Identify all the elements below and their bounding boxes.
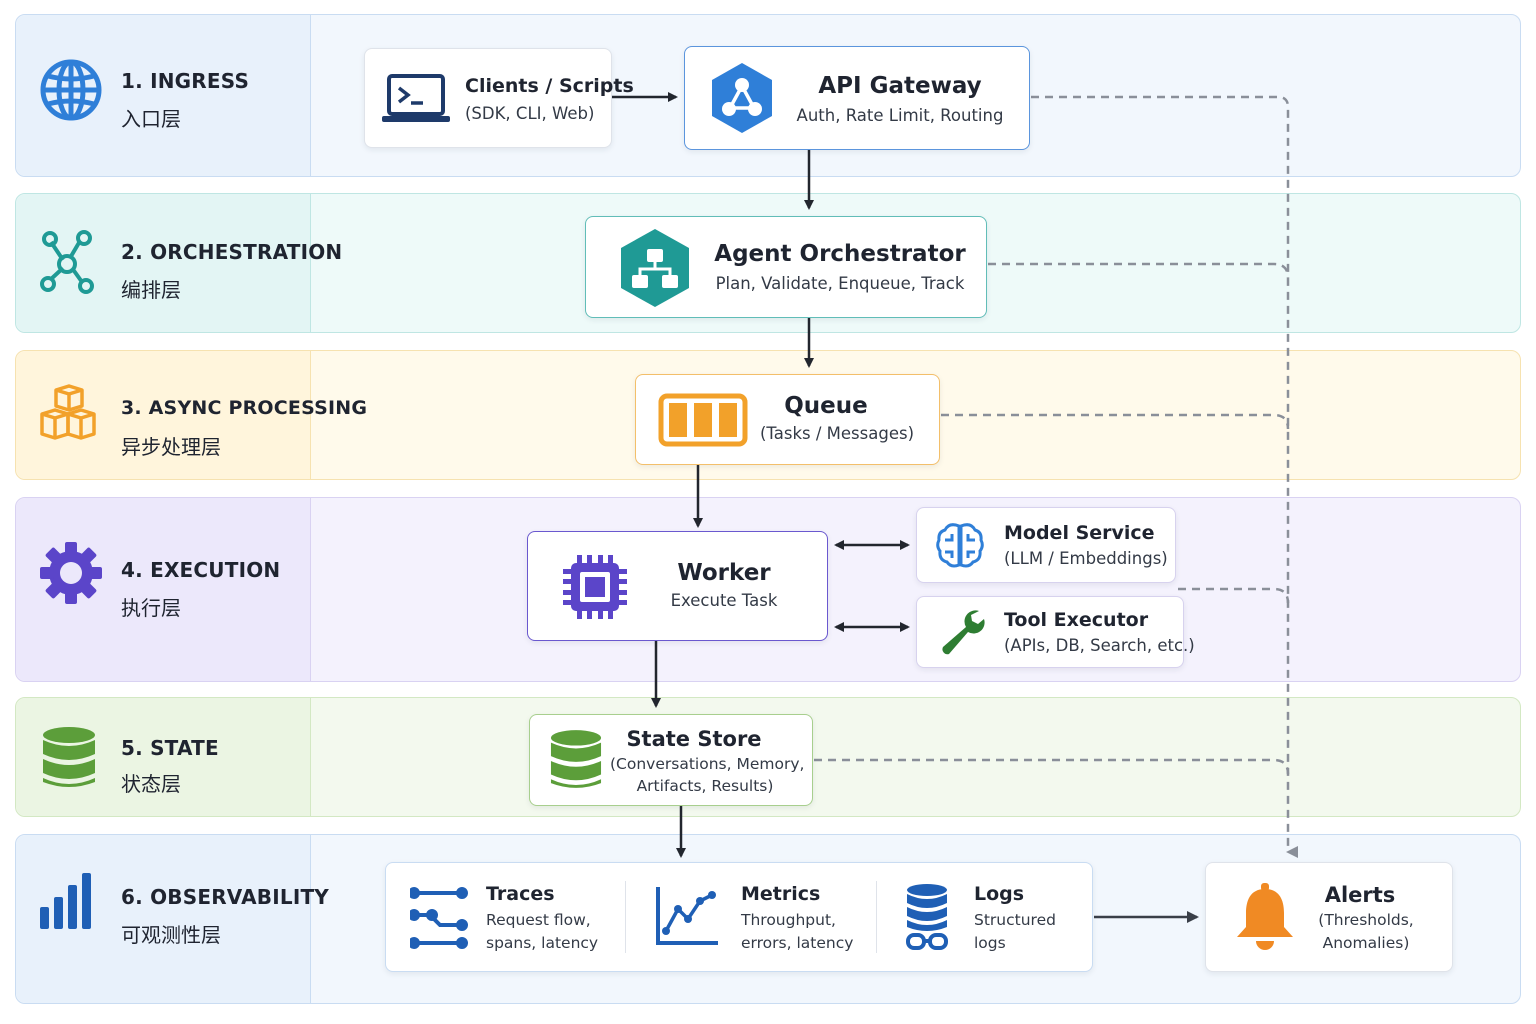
model-service-title: Model Service xyxy=(1004,522,1155,544)
queue-subtitle: (Tasks / Messages) xyxy=(759,424,915,443)
layer-subtitle: 状态层 xyxy=(121,772,181,796)
alerts-subtitle-line1: (Thresholds, xyxy=(1318,911,1414,929)
state-store-node[interactable]: State Store (Conversations, Memory, Arti… xyxy=(529,714,813,806)
queue-icon xyxy=(658,393,748,447)
api-gateway-node[interactable]: API Gateway Auth, Rate Limit, Routing xyxy=(684,46,1030,150)
layer-title: 2. ORCHESTRATION xyxy=(121,240,343,264)
metrics-subtitle-line2: errors, latency xyxy=(741,934,854,952)
hexagon-network-icon xyxy=(712,63,772,133)
layer-title: 4. EXECUTION xyxy=(121,558,281,582)
model-service-node[interactable]: Model Service (LLM / Embeddings) xyxy=(916,507,1176,583)
panel-divider xyxy=(876,881,877,953)
layer-title: 5. STATE xyxy=(121,736,219,760)
clients-subtitle: (SDK, CLI, Web) xyxy=(465,104,595,123)
panel-divider xyxy=(625,881,626,953)
logs-database-icon xyxy=(906,884,948,950)
layer-subtitle: 编排层 xyxy=(121,278,181,302)
layer-subtitle: 可观测性层 xyxy=(121,923,221,947)
observability-panel: Traces Request flow, spans, latency Metr… xyxy=(385,862,1093,972)
state-store-title: State Store xyxy=(626,727,762,751)
bar-chart-icon xyxy=(40,873,91,929)
tool-executor-subtitle: (APIs, DB, Search, etc.) xyxy=(1004,636,1195,655)
state-store-subtitle-line1: (Conversations, Memory, xyxy=(610,755,805,773)
state-store-subtitle-line2: Artifacts, Results) xyxy=(636,777,774,795)
agent-orchestrator-title: Agent Orchestrator xyxy=(714,241,966,267)
globe-icon xyxy=(40,59,102,121)
layer-title: 3. ASYNC PROCESSING xyxy=(121,397,368,419)
database-icon xyxy=(43,727,95,787)
worker-node[interactable]: Worker Execute Task xyxy=(527,531,828,641)
agent-orchestrator-node[interactable]: Agent Orchestrator Plan, Validate, Enque… xyxy=(585,216,987,318)
terminal-laptop-icon xyxy=(382,74,450,122)
layer-subtitle: 异步处理层 xyxy=(121,435,221,459)
logs-subtitle-line1: Structured xyxy=(974,911,1056,929)
worker-title: Worker xyxy=(677,560,771,586)
agent-orchestrator-subtitle: Plan, Validate, Enqueue, Track xyxy=(715,274,965,293)
dashed-orchestrator-alerts xyxy=(988,262,1290,279)
traces-icon xyxy=(410,887,468,949)
wrench-icon xyxy=(942,610,985,655)
clients-title: Clients / Scripts xyxy=(465,75,634,97)
traces-title: Traces xyxy=(486,883,555,905)
database-icon xyxy=(550,730,602,788)
alerts-node[interactable]: Alerts (Thresholds, Anomalies) xyxy=(1205,862,1453,972)
network-nodes-icon xyxy=(40,230,94,294)
layer-title: 6. OBSERVABILITY xyxy=(121,885,329,909)
metrics-title: Metrics xyxy=(741,883,821,905)
logs-title: Logs xyxy=(974,883,1025,905)
logs-item[interactable]: Logs Structured logs xyxy=(877,863,1092,971)
dashed-gateway-alerts xyxy=(1031,95,1298,858)
api-gateway-title: API Gateway xyxy=(818,73,982,99)
chip-icon xyxy=(563,555,627,619)
traces-subtitle-line2: spans, latency xyxy=(486,934,599,952)
clients-node[interactable]: Clients / Scripts (SDK, CLI, Web) xyxy=(364,48,634,148)
hexagon-hierarchy-icon xyxy=(621,229,689,307)
metrics-item[interactable]: Metrics Throughput, errors, latency xyxy=(626,863,876,971)
traces-item[interactable]: Traces Request flow, spans, latency xyxy=(386,863,624,971)
brain-icon xyxy=(936,523,984,568)
gear-icon xyxy=(40,542,102,604)
bell-icon xyxy=(1237,883,1293,950)
queue-title: Queue xyxy=(784,393,868,419)
dashed-model-alerts xyxy=(1178,587,1290,604)
line-chart-icon xyxy=(656,887,718,945)
metrics-subtitle-line1: Throughput, xyxy=(741,911,836,929)
tool-executor-title: Tool Executor xyxy=(1004,609,1149,631)
dashed-queue-alerts xyxy=(941,413,1290,430)
tool-executor-node[interactable]: Tool Executor (APIs, DB, Search, etc.) xyxy=(916,596,1195,668)
alerts-subtitle-line2: Anomalies) xyxy=(1322,934,1410,952)
layer-title: 1. INGRESS xyxy=(121,69,250,93)
layer-subtitle: 入口层 xyxy=(121,107,181,131)
dashed-state-alerts xyxy=(814,758,1290,775)
boxes-icon xyxy=(40,384,96,440)
api-gateway-subtitle: Auth, Rate Limit, Routing xyxy=(796,106,1004,125)
layer-subtitle: 执行层 xyxy=(121,596,181,620)
worker-subtitle: Execute Task xyxy=(670,591,778,610)
model-service-subtitle: (LLM / Embeddings) xyxy=(1004,549,1168,568)
logs-subtitle-line2: logs xyxy=(974,934,1006,952)
alerts-title: Alerts xyxy=(1324,883,1396,907)
queue-node[interactable]: Queue (Tasks / Messages) xyxy=(635,374,940,465)
traces-subtitle-line1: Request flow, xyxy=(486,911,591,929)
